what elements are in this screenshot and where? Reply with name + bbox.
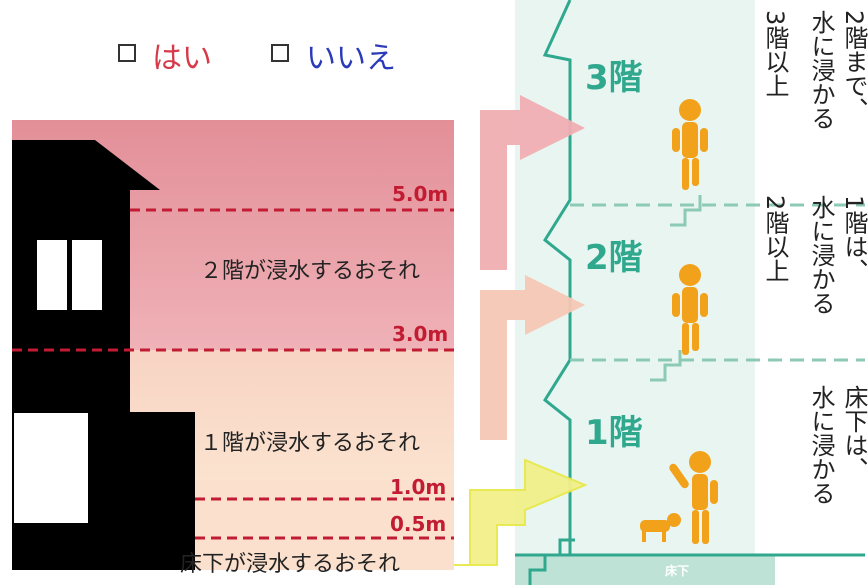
stairs-2 <box>650 350 682 382</box>
no-label: いいえ <box>306 41 396 76</box>
advice-1: 1階は、 <box>840 195 868 283</box>
risk-floor1: １階が浸水するおそれ <box>200 431 421 456</box>
advice-1-soaks: 水に浸かる <box>807 195 835 315</box>
checkbox-yes[interactable] <box>118 44 136 62</box>
floor-3-label: 3階 <box>585 58 643 98</box>
window-left <box>37 240 67 310</box>
advice-under: 床下は、 <box>840 385 868 481</box>
dog <box>640 513 681 542</box>
person-floor2 <box>672 264 708 355</box>
checkbox-no[interactable] <box>271 44 289 62</box>
under-floor-label: 床下 <box>665 564 690 578</box>
arrow-floor2 <box>454 275 585 440</box>
advice-3-up: 3階以上 <box>761 10 789 98</box>
stairs-3 <box>670 195 702 227</box>
risk-floor2: ２階が浸水するおそれ <box>200 259 421 284</box>
advice-2-soaks: 水に浸かる <box>807 10 835 130</box>
person-floor1 <box>669 451 718 544</box>
floor-2-label: 2階 <box>585 238 643 278</box>
advice-under-soaks: 水に浸かる <box>807 385 835 505</box>
ground-hatch <box>515 555 775 585</box>
floor-1-label: 1階 <box>585 413 643 453</box>
advice-2-up: 2階以上 <box>761 195 789 283</box>
level-label-3m: 3.0m <box>392 322 449 346</box>
arrow-floor1 <box>454 458 588 566</box>
window-right <box>72 240 102 310</box>
risk-underfloor: 床下が浸水するおそれ <box>180 552 401 577</box>
building-wall <box>542 0 572 555</box>
door-window <box>14 413 88 523</box>
building-floor2 <box>515 205 755 360</box>
building-floor1 <box>515 360 755 560</box>
building-floor3 <box>515 0 755 205</box>
level-label-05m: 0.5m <box>390 512 447 536</box>
advice-2-until: 2階まで、 <box>840 10 868 122</box>
stairs-1 <box>528 538 575 585</box>
yes-label: はい <box>152 41 212 76</box>
arrow-floor3 <box>454 95 585 270</box>
person-floor3 <box>672 99 708 190</box>
level-label-5m: 5.0m <box>392 182 449 206</box>
level-label-1m: 1.0m <box>390 475 447 499</box>
